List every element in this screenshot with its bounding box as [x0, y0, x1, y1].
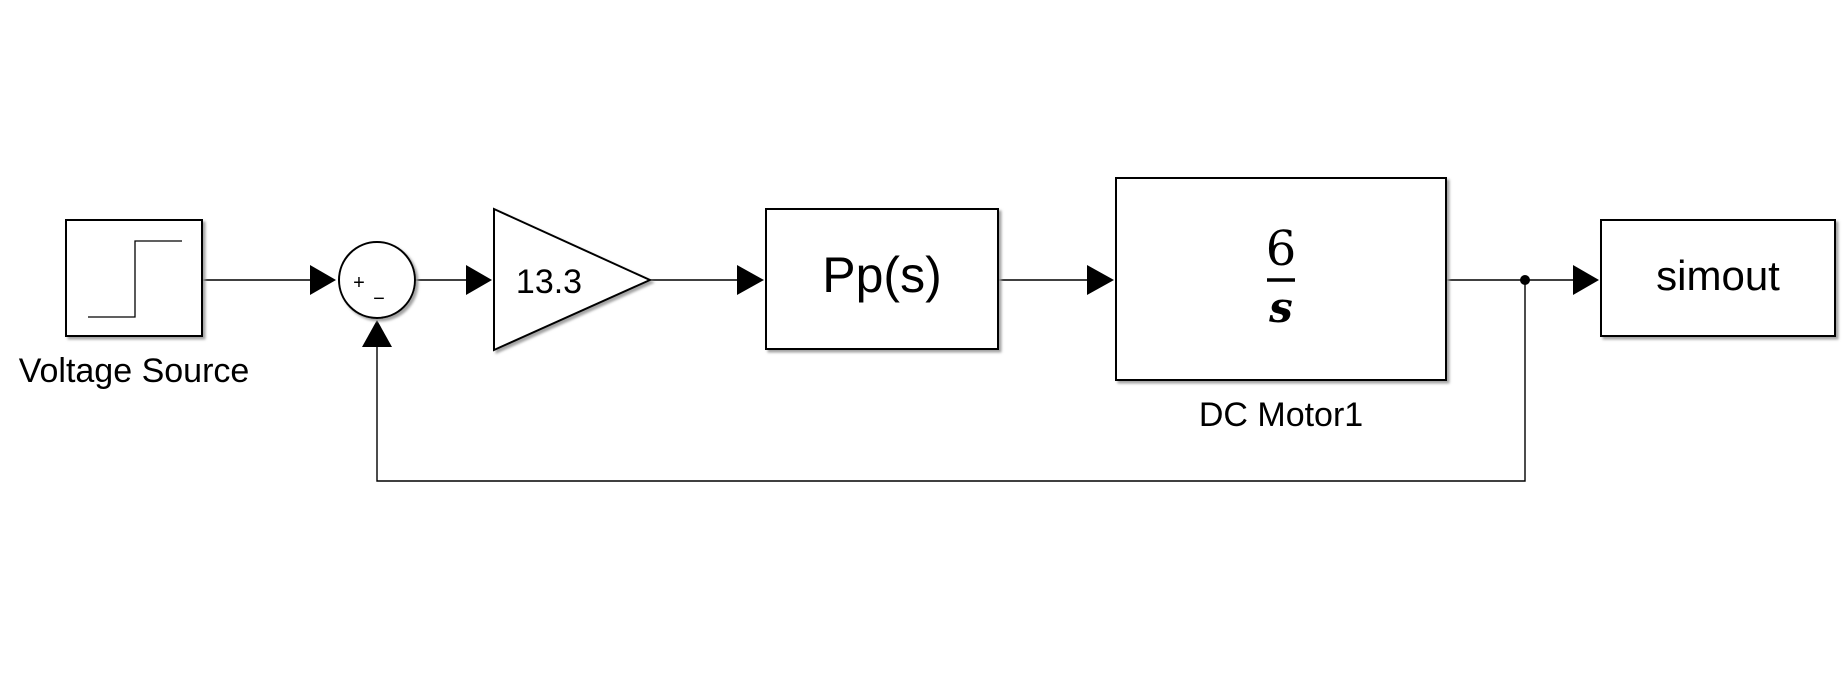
- arrowhead-output-input: [1573, 265, 1599, 295]
- dc-motor-block[interactable]: 6 s: [1115, 177, 1447, 381]
- controller-transfer-function: Pp(s): [822, 247, 941, 303]
- gain-block[interactable]: 13.3: [493, 207, 653, 352]
- dc-motor-label: DC Motor1: [1199, 396, 1363, 434]
- arrowhead-controller-input: [737, 265, 764, 295]
- voltage-source-block[interactable]: [65, 219, 203, 337]
- step-icon: [88, 240, 182, 318]
- simout-variable-name: simout: [1656, 252, 1780, 299]
- arrowhead-gain-input: [466, 265, 492, 295]
- arrowhead-sum-input: [310, 265, 336, 295]
- sum-plus-sign: +: [353, 272, 365, 294]
- sum-minus-sign: −: [373, 288, 385, 310]
- feedback-wire[interactable]: [376, 280, 1526, 482]
- motor-numerator: 6: [1266, 221, 1297, 277]
- sum-block[interactable]: + −: [338, 241, 416, 319]
- arrowhead-motor-input: [1087, 265, 1114, 295]
- controller-block[interactable]: Pp(s): [765, 208, 999, 350]
- simout-block[interactable]: simout: [1600, 219, 1836, 337]
- voltage-source-label: Voltage Source: [19, 352, 250, 390]
- gain-value: 13.3: [516, 263, 582, 301]
- arrowhead-sum-feedback: [362, 320, 392, 347]
- motor-denominator: s: [1268, 283, 1293, 332]
